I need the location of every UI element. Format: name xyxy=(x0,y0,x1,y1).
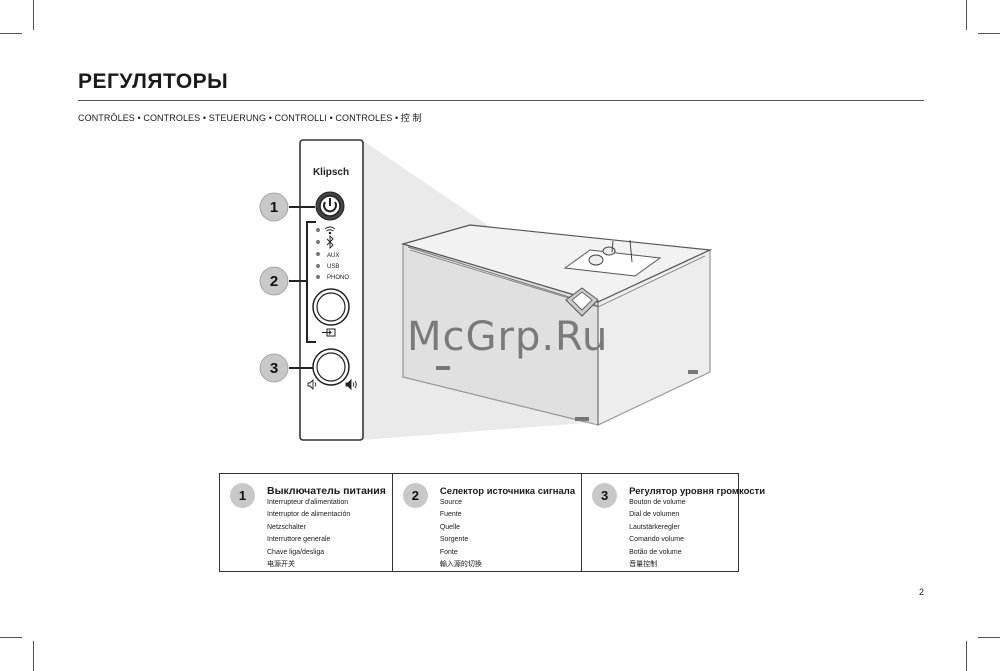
speaker-illustration xyxy=(400,224,713,426)
crop-mark xyxy=(0,637,22,638)
legend-line: Fonte xyxy=(439,548,458,556)
input-icon xyxy=(322,328,336,337)
callout-circle-2 xyxy=(259,266,289,296)
source-leds xyxy=(316,228,320,279)
watermark: McGrp.Ru xyxy=(407,314,609,360)
crop-mark xyxy=(966,641,967,671)
power-button-drawing xyxy=(315,191,345,221)
callout-circle-1 xyxy=(259,192,289,222)
legend-line: 輸入源的切換 xyxy=(439,561,482,569)
crop-mark xyxy=(33,641,34,671)
legend-heading: Селектор источника сигнала xyxy=(439,486,576,497)
legend-line: Netzschalter xyxy=(267,523,306,531)
crop-mark xyxy=(978,637,1000,638)
legend-line: Interrupteur d'alimentation xyxy=(267,499,349,506)
legend-line: 电源开关 xyxy=(267,561,295,569)
legend-line: Botão de volume xyxy=(629,548,682,556)
legend-number: 1 xyxy=(230,483,255,508)
source-knob-drawing xyxy=(312,288,350,326)
legend-line: Chave liga/desliga xyxy=(267,548,325,556)
legend-heading: Выключатель питания xyxy=(267,485,386,497)
legend-line: Interruttore generale xyxy=(267,536,331,544)
legend-line: Bouton de volume xyxy=(629,499,686,506)
legend-line: Interruptor de alimentación xyxy=(267,511,351,519)
crop-mark xyxy=(966,0,967,30)
crop-mark xyxy=(978,33,1000,34)
legend-line: Fuente xyxy=(439,511,462,519)
callout-number-2: 2 xyxy=(270,273,278,290)
legend-line: Comando volume xyxy=(629,536,684,544)
legend-line: Sorgente xyxy=(439,536,469,544)
page-subtitle: CONTRÔLES • CONTROLES • STEUERUNG • CONT… xyxy=(78,113,422,123)
legend-line: Source xyxy=(439,499,463,506)
source-label-aux: AUX xyxy=(327,253,339,259)
crop-mark xyxy=(33,0,34,30)
page-title: РЕГУЛЯТОРЫ xyxy=(78,70,229,93)
volume-down-icon xyxy=(307,378,317,391)
source-label-usb: USB xyxy=(327,264,339,270)
legend-item-power: 1 Выключатель питания Interrupteur d'ali… xyxy=(220,474,392,571)
callout-circle-3 xyxy=(259,353,289,383)
wifi-icon xyxy=(324,226,336,235)
source-label-phono: PHONO xyxy=(327,275,349,281)
page-number: 2 xyxy=(919,587,925,597)
legend-item-source: 2 Селектор источника сигнала Source Fuen… xyxy=(391,474,581,571)
legend-line: Quelle xyxy=(439,523,461,531)
legend-line: Dial de volumen xyxy=(629,511,680,519)
brand-logo: Klipsch xyxy=(313,167,349,178)
crop-mark xyxy=(0,33,22,34)
legend-heading: Регулятор уровня громкости xyxy=(629,486,766,497)
title-rule xyxy=(78,100,924,101)
bluetooth-icon xyxy=(326,234,334,250)
callout-number-3: 3 xyxy=(270,360,278,377)
legend-item-volume: 3 Регулятор уровня громкости Bouton de v… xyxy=(581,474,771,571)
legend-number: 2 xyxy=(402,483,428,508)
legend-table: 1 Выключатель питания Interrupteur d'ali… xyxy=(219,473,765,572)
callout-number-1: 1 xyxy=(270,199,278,216)
legend-number: 3 xyxy=(592,483,618,508)
legend-line: Lautstärkeregler xyxy=(629,523,680,531)
volume-knob-drawing xyxy=(312,348,350,386)
volume-up-icon xyxy=(345,378,357,391)
legend-line: 音量控制 xyxy=(629,561,658,569)
